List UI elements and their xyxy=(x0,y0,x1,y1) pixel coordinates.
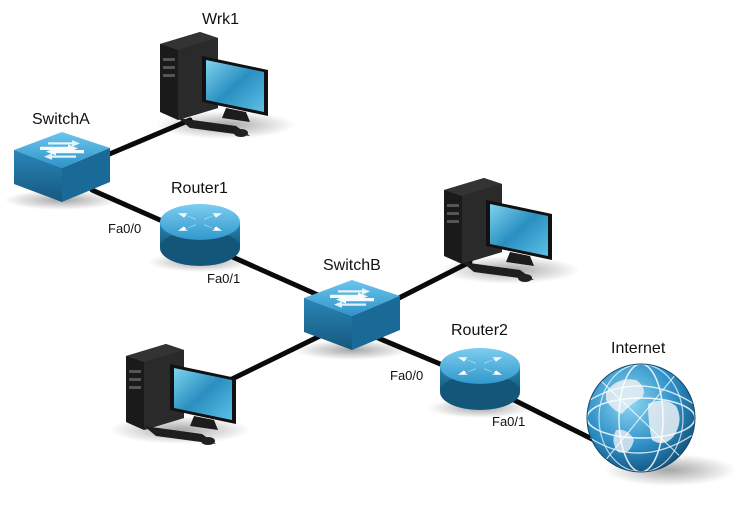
router1-label: Router1 xyxy=(171,180,228,197)
wrk1-computer[interactable] xyxy=(155,32,295,139)
router2[interactable] xyxy=(428,348,532,418)
router1[interactable] xyxy=(148,204,252,272)
router1-icon xyxy=(160,204,240,266)
switch-b-label: SwitchB xyxy=(323,257,381,274)
switch-b-icon xyxy=(304,280,400,350)
router2-port-fa01: Fa0/1 xyxy=(492,414,525,429)
router2-icon xyxy=(440,348,520,410)
globe-icon xyxy=(586,363,696,473)
switch-b[interactable] xyxy=(294,280,410,360)
internet-label: Internet xyxy=(611,340,666,357)
pc-right-computer[interactable] xyxy=(440,178,580,284)
router2-port-fa00: Fa0/0 xyxy=(390,368,423,383)
link-switchb-pc-bottom xyxy=(227,332,325,383)
switch-a-label: SwitchA xyxy=(32,111,90,128)
switch-a[interactable] xyxy=(4,132,120,210)
switch-a-icon xyxy=(14,132,110,202)
pc-bottom-computer[interactable] xyxy=(110,344,250,445)
wrk1-label: Wrk1 xyxy=(202,11,239,28)
internet-globe[interactable] xyxy=(586,363,736,486)
router1-port-fa00: Fa0/0 xyxy=(108,221,141,236)
router2-label: Router2 xyxy=(451,322,508,339)
router1-port-fa01: Fa0/1 xyxy=(207,271,240,286)
